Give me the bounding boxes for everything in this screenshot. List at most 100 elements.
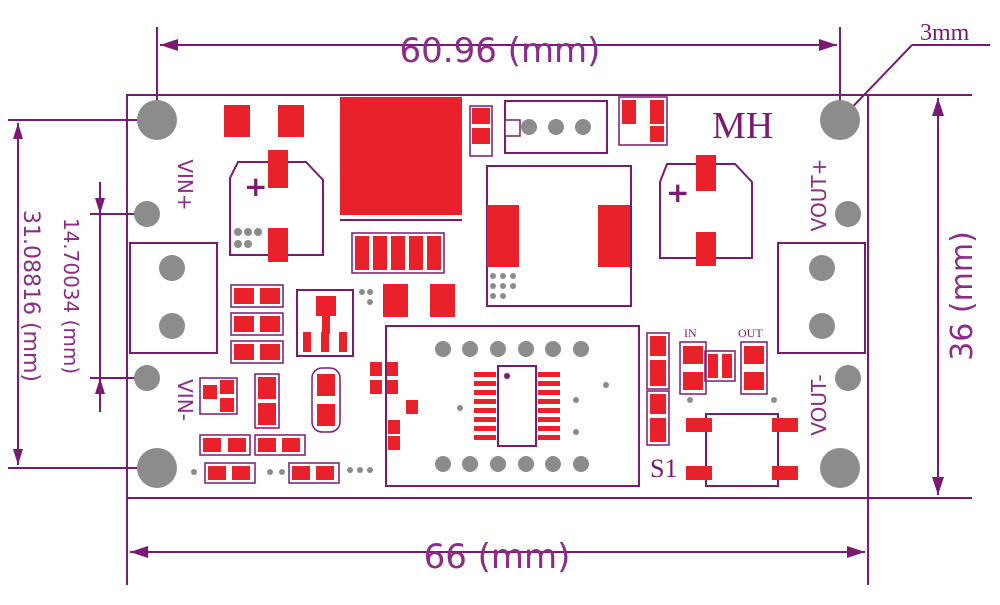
pad-inductor-side-1 xyxy=(472,108,490,124)
trimpot-leg-2 xyxy=(321,332,329,352)
vin-plus-label: VIN+ xyxy=(173,159,197,210)
inductor-pad xyxy=(340,97,462,215)
inductor-row-pads xyxy=(355,236,441,270)
vin-plus-pad xyxy=(134,201,160,227)
mount-hole-top-left xyxy=(137,100,177,140)
bottom-left-box-3 xyxy=(204,462,256,484)
pad-side-5 xyxy=(406,400,418,414)
left-stack-box-2 xyxy=(230,312,284,336)
cap-right-pad-bot xyxy=(696,232,716,266)
pad-ll-box xyxy=(199,377,238,415)
board-outline xyxy=(126,94,869,499)
soic-chip-pads xyxy=(474,372,560,440)
left-inner-arrow-top xyxy=(95,198,105,214)
bottom-left-box-2 xyxy=(254,434,306,456)
bottom-left-dots xyxy=(191,467,373,475)
s1-pad-3 xyxy=(686,466,712,480)
in-pads-box xyxy=(679,341,707,395)
pad-ll-7 xyxy=(317,404,335,426)
pad-tr-box xyxy=(618,96,668,146)
inductor-row-box xyxy=(351,232,445,274)
vin-minus-pad xyxy=(134,365,160,391)
mount-hole-bottom-right xyxy=(820,448,860,488)
pad-ll-box-3 xyxy=(311,367,341,433)
hole-callout-label: 3mm xyxy=(920,20,970,46)
pad-tl-1 xyxy=(224,105,250,137)
mid-pads-box xyxy=(704,350,736,382)
cap-left-pad-bot xyxy=(268,228,288,262)
pad-mid-1 xyxy=(383,284,408,317)
ic-center-pad-left xyxy=(487,205,519,267)
pad-tr-3 xyxy=(650,126,664,142)
left-outer-label: 31.08816 (mm) xyxy=(18,210,43,382)
output-terminal-block xyxy=(777,242,866,354)
ic-module-bottom-pins xyxy=(435,456,589,472)
mount-hole-bottom-left xyxy=(137,448,177,488)
left-inner-label: 14.70034 (mm) xyxy=(59,218,83,374)
vout-plus-pad xyxy=(835,201,861,227)
top-width-label: 60.96 (mm) xyxy=(400,31,601,71)
pad-side-7 xyxy=(388,436,400,450)
in-out-dot-1 xyxy=(687,397,693,403)
mh-label: MH xyxy=(712,105,773,147)
pad-ll-4 xyxy=(258,377,276,399)
right-arrow-top xyxy=(932,98,944,116)
left-outer-arrow-top xyxy=(13,123,23,139)
trimpot-outline xyxy=(296,289,354,357)
trimpot-leg-1 xyxy=(303,332,311,352)
left-stack-box-3 xyxy=(230,340,284,364)
soic-chip-pin1-dot xyxy=(504,373,510,379)
pad-ll-3 xyxy=(220,398,234,412)
pad-side-4 xyxy=(386,380,398,394)
pad-ll-2 xyxy=(220,380,234,394)
cap-left-pad-top xyxy=(268,150,288,188)
top-arrow-right xyxy=(819,39,837,51)
ic-center-pad-right xyxy=(598,205,630,267)
output-terminal-hole-2 xyxy=(809,313,835,339)
vout-minus-label: VOUT- xyxy=(807,374,831,435)
pad-side-1 xyxy=(370,362,382,376)
left-inner-arrow-bottom xyxy=(95,378,105,394)
pad-ll-box-2 xyxy=(254,373,280,429)
pad-side-6 xyxy=(388,420,400,434)
bottom-width-label: 66 (mm) xyxy=(424,537,571,577)
s1-pad-4 xyxy=(772,466,798,480)
trimpot-pad xyxy=(316,296,336,334)
in-out-pads xyxy=(683,346,764,390)
bottom-left-box-4 xyxy=(288,462,340,484)
pad-side-2 xyxy=(386,362,398,376)
s1-switch-outline xyxy=(705,413,779,487)
pad-tr-1 xyxy=(622,100,636,124)
left-stack-box-1 xyxy=(230,284,284,308)
input-terminal-block xyxy=(129,242,218,354)
in-label: IN xyxy=(684,326,697,340)
bottom-arrow-right xyxy=(847,546,865,558)
ic-module-dots xyxy=(457,382,609,435)
top-arrow-left xyxy=(160,39,178,51)
out-pads-box xyxy=(740,341,768,395)
pad-inductor-side-2 xyxy=(472,128,490,144)
top-connector-pins xyxy=(521,119,591,135)
pad-ll-5 xyxy=(258,403,276,425)
vin-minus-label: VIN- xyxy=(173,379,197,421)
cap-left-dots xyxy=(234,228,262,248)
cap-left-plus-icon: + xyxy=(244,170,267,203)
cap-right-pad-top xyxy=(696,155,716,191)
in-out-dot-2 xyxy=(771,397,777,403)
bottom-arrow-left xyxy=(130,546,148,558)
bottom-left-box-1 xyxy=(199,434,251,456)
right-arrow-bottom xyxy=(932,477,944,495)
pad-tl-2 xyxy=(278,105,304,137)
s1-pad-2 xyxy=(772,418,798,432)
pad-mid-dots xyxy=(359,289,373,305)
bottom-left-pads xyxy=(203,438,334,480)
vout-minus-pad xyxy=(835,365,861,391)
ic-module-outline xyxy=(385,325,640,487)
left-outer-arrow-bottom xyxy=(13,449,23,465)
pad-ll-6 xyxy=(317,374,335,396)
cap-left-outline xyxy=(229,161,324,256)
pad-ll-1 xyxy=(203,385,217,399)
s1-pad-1 xyxy=(686,418,712,432)
s1-label: S1 xyxy=(650,454,677,483)
